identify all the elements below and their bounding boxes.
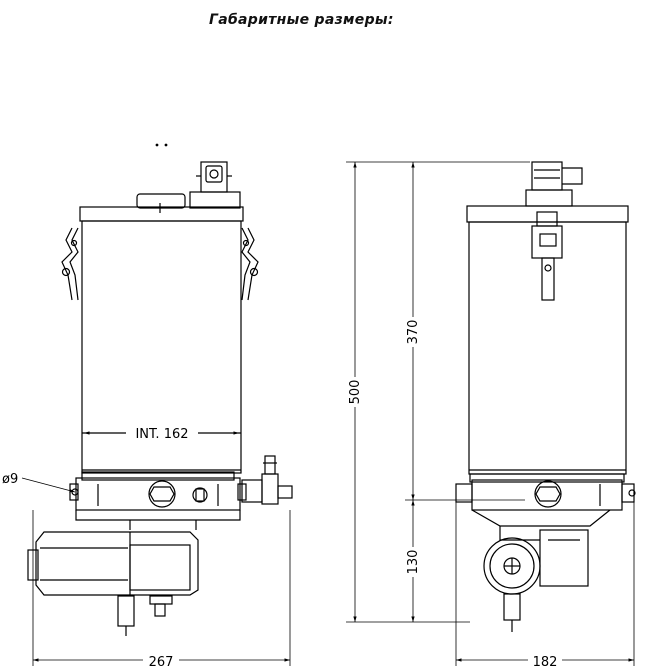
front-width-label: 267 <box>149 655 174 670</box>
bolt-hole-label: ø9 <box>2 472 18 487</box>
outlet-fitting <box>241 455 293 505</box>
dim-side-width: 182 <box>455 502 635 670</box>
side-cover <box>466 205 629 223</box>
dim-interior-width: INT. 162 <box>84 426 239 442</box>
side-latch <box>531 211 563 301</box>
bottom-outlet-left <box>117 595 135 627</box>
interior-width-label: INT. 162 <box>135 427 188 442</box>
dim-pump-height: 130 <box>404 500 421 622</box>
base-block <box>75 477 241 511</box>
reservoir-cover <box>79 206 244 222</box>
side-plug <box>534 480 562 508</box>
overall-height-label: 500 <box>348 380 363 405</box>
pump-motor <box>27 531 199 596</box>
dim-bolt-hole: ø9 <box>2 472 76 493</box>
cover-knob <box>136 193 186 209</box>
reservoir-height-label: 370 <box>406 320 421 345</box>
side-pump <box>483 526 589 632</box>
drawing-title: Габаритные размеры: <box>209 12 394 28</box>
side-view <box>455 161 636 632</box>
side-reservoir <box>468 221 627 475</box>
side-connector <box>525 161 583 207</box>
left-clamp <box>61 227 79 301</box>
dim-reservoir-height: 370 <box>404 162 525 501</box>
center-plug <box>148 480 176 508</box>
front-view <box>27 143 293 636</box>
dim-front-width: 267 <box>32 510 291 670</box>
reservoir <box>81 220 242 474</box>
side-width-label: 182 <box>533 655 558 670</box>
right-clamp <box>241 227 259 301</box>
dim-overall-height: 500 <box>346 161 530 623</box>
electrical-connector <box>189 161 241 209</box>
pump-height-label: 130 <box>406 550 421 575</box>
